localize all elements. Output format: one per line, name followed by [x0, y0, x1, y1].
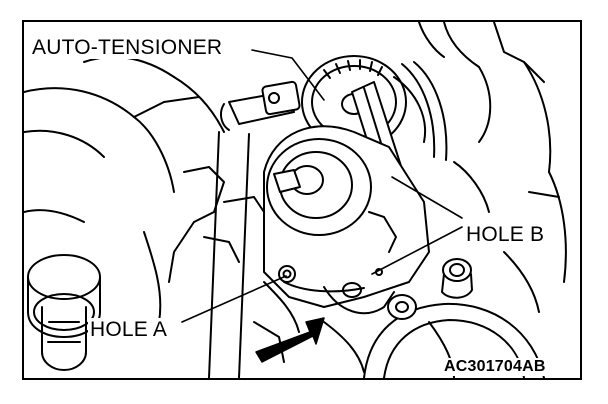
lower-pulley	[363, 294, 545, 378]
leader-hole-b-lower	[371, 226, 463, 275]
auto-tensioner-label: AUTO-TENSIONER	[30, 36, 225, 59]
drive-belt	[401, 61, 448, 161]
leader-auto-tensioner	[251, 49, 325, 101]
diagram-frame: AUTO-TENSIONER HOLE B HOLE A AC301704AB	[22, 20, 582, 380]
wrench-handle	[208, 80, 301, 378]
leader-lines	[181, 49, 463, 323]
hole-a-label: HOLE A	[88, 318, 170, 341]
leader-hole-b-upper	[391, 176, 463, 219]
left-bolt	[27, 254, 101, 371]
figure-code-label: AC301704AB	[442, 358, 548, 376]
hole-b-label: HOLE B	[464, 223, 547, 246]
arrow-right-icon	[255, 317, 325, 363]
engine-background-lines	[24, 22, 567, 378]
tensioner-body	[263, 125, 430, 315]
leader-hole-a	[181, 275, 287, 323]
engine-illustration	[24, 22, 567, 378]
right-stud	[441, 258, 473, 299]
